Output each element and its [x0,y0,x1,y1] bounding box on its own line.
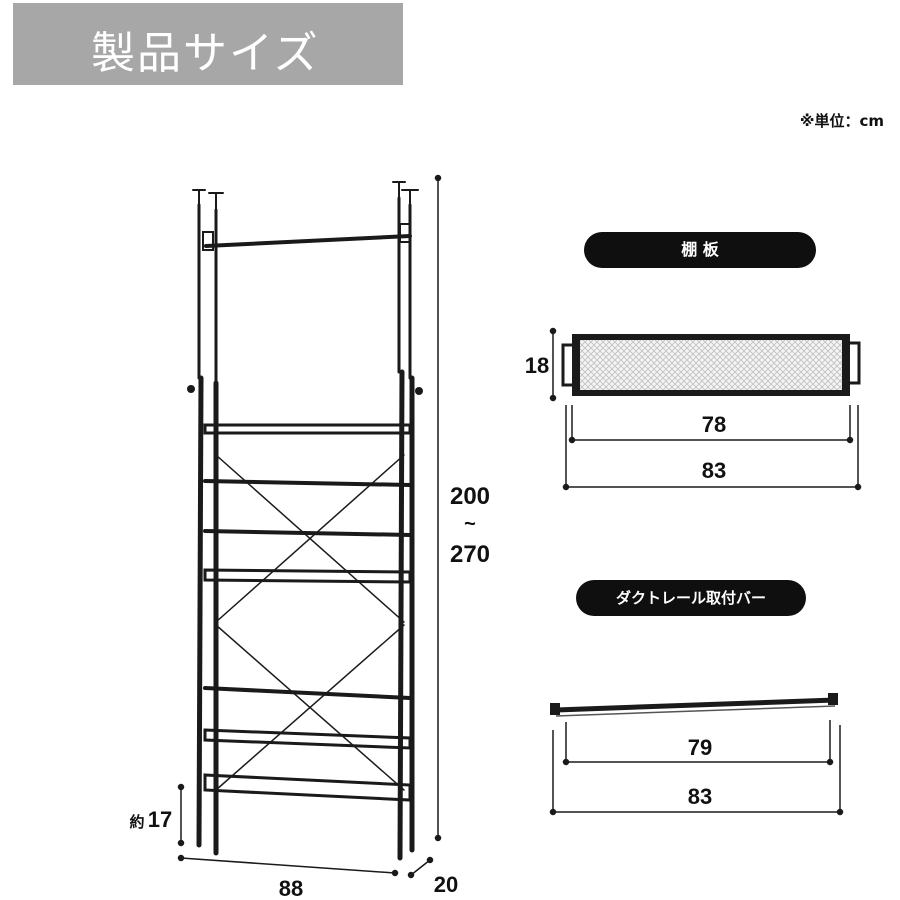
title-band: 製品サイズ [13,3,403,85]
joint-knobs [187,385,423,395]
duct-rail-bar-label: ダクトレール取付バー [576,580,806,616]
duct-rail-bar-dimension-lines [549,720,844,816]
ceiling-adjusters [192,181,419,211]
duct-rail-bar-inner-width: 79 [688,735,712,760]
lower-posts [196,369,415,861]
shelf-board-illustration [561,334,861,396]
duct-rail-bar-illustration [550,693,838,717]
hanging-bar [202,223,412,251]
shelf-board-inner-width: 78 [702,412,726,437]
shelves [203,423,412,802]
rack-illustration [187,181,423,861]
leg-height: 17 [148,807,172,832]
shelf-board-label: 棚 板 [584,232,816,268]
unit-note: ※単位：cm [799,112,884,130]
shelf-board-height: 18 [525,353,549,378]
rack-height-bottom: 270 [450,541,490,568]
duct-rail-bar-outer-width: 83 [688,784,712,809]
rack-width: 88 [279,876,303,900]
x-braces [215,454,405,791]
shelf-board-outer-width: 83 [702,458,726,483]
rack-dimension-lines [177,174,442,879]
page-title: 製品サイズ [91,28,320,79]
upper-poles [197,196,412,385]
rack-height-top: 200 [450,483,490,510]
rack-depth: 20 [434,872,458,897]
shelf-board-dimension-lines [549,327,862,491]
rack-height-tilde: ~ [464,513,476,535]
leg-height-prefix: 約 [129,813,144,831]
